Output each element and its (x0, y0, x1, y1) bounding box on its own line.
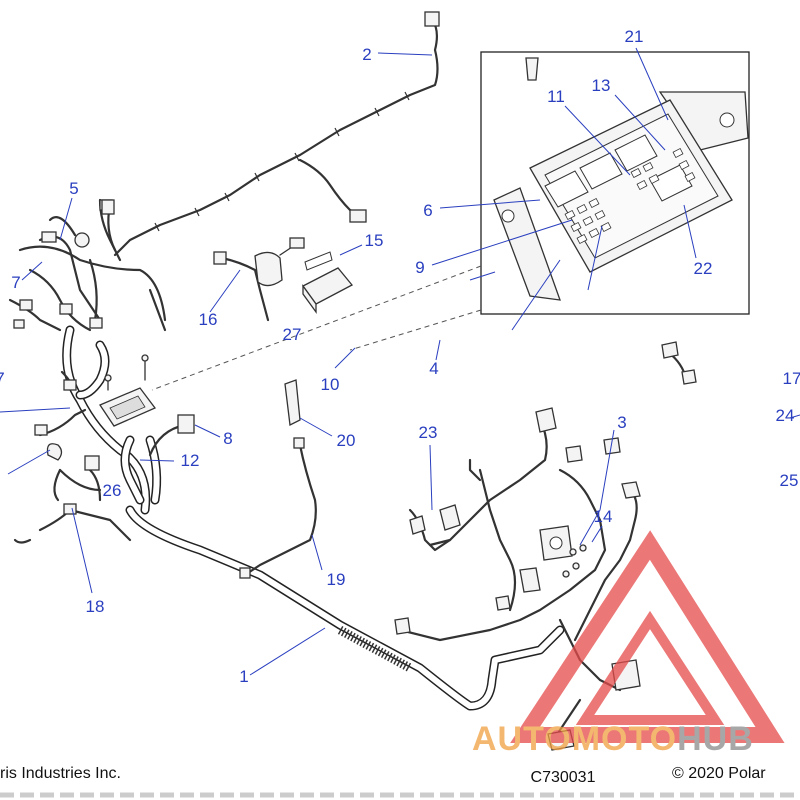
callout-18: 18 (86, 597, 105, 616)
sub-harness-19 (239, 437, 317, 579)
callout-14: 14 (594, 507, 613, 526)
connector-parts-cluster (13, 408, 195, 544)
callout-11: 11 (547, 87, 565, 106)
control-module (302, 251, 354, 315)
left-harness-bundle (8, 198, 167, 515)
callout-21: 21 (625, 27, 644, 46)
fasteners (562, 544, 587, 578)
callout-4: 4 (429, 359, 438, 378)
callout-13: 13 (592, 76, 611, 95)
callout-22: 22 (694, 259, 713, 278)
callout-1: 1 (239, 667, 248, 686)
callout-9: 9 (415, 258, 424, 277)
callout-10: 10 (321, 375, 340, 394)
callout-25: 25 (780, 471, 799, 490)
callout-27: 27 (283, 325, 302, 344)
callout-12: 12 (181, 451, 200, 470)
bracket (284, 379, 301, 426)
footer-figure-number: C730031 (531, 769, 596, 786)
callout-6: 6 (423, 201, 432, 220)
automotohub-watermark: AUTOMOTOHUB (472, 530, 785, 758)
callout-7-upper: 7 (11, 273, 20, 292)
footer: ris Industries Inc. C730031 © 2020 Polar (0, 765, 800, 798)
watermark-brand-auto: AUTOMOTOHUB (472, 720, 754, 758)
callout-16: 16 (199, 310, 218, 329)
leader-lines (0, 47, 800, 676)
main-harness-trunk (125, 505, 565, 711)
callout-19: 19 (327, 570, 346, 589)
upper-harness (101, 11, 440, 257)
relay-connector (213, 237, 305, 322)
projection-line-upper (349, 309, 482, 351)
callout-3: 3 (617, 413, 626, 432)
callout-labels: 1 2 3 4 5 6 7 7 8 9 10 11 12 13 14 15 16… (0, 27, 800, 686)
callout-2: 2 (362, 45, 371, 64)
footer-copyright-left: ris Industries Inc. (0, 765, 121, 782)
footer-copyright-right: © 2020 Polar (672, 765, 766, 782)
callout-20: 20 (337, 431, 356, 450)
projection-line-lower (151, 265, 482, 391)
callout-17: 17 (783, 369, 800, 388)
connector-4 (661, 341, 697, 385)
callout-26: 26 (103, 481, 122, 500)
callout-5: 5 (69, 179, 78, 198)
callout-8: 8 (223, 429, 232, 448)
fuse-box (99, 354, 157, 427)
callout-23: 23 (419, 423, 438, 442)
callout-7-lower: 7 (0, 369, 5, 388)
callout-24: 24 (776, 406, 795, 425)
callout-15: 15 (365, 231, 384, 250)
